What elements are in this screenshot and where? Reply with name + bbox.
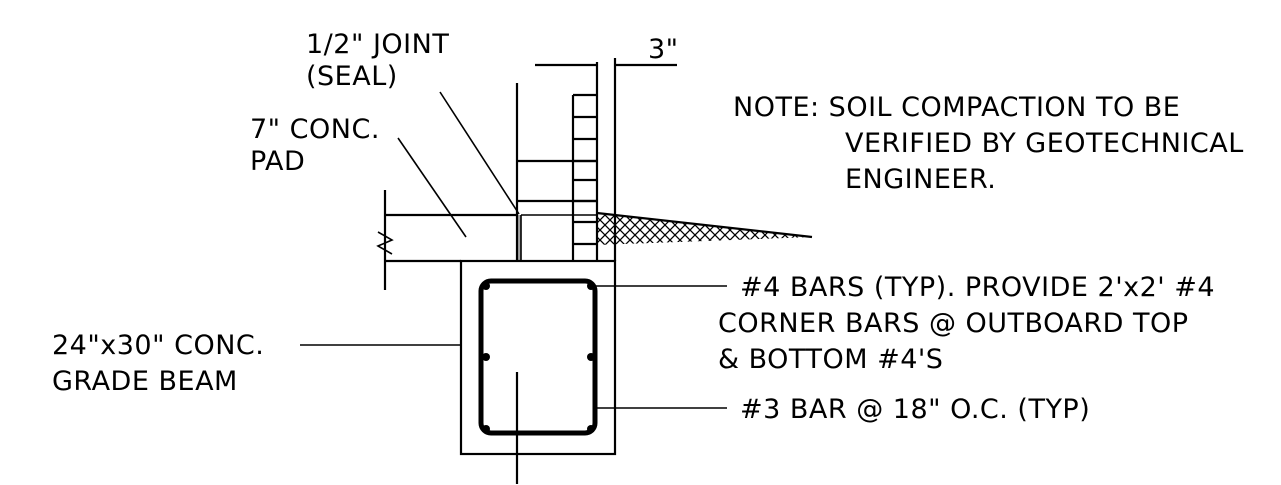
- rebar-dot-mid-right: [587, 353, 595, 361]
- bars-label-line3: & BOTTOM #4'S: [718, 344, 943, 375]
- rebar-dots: [482, 282, 595, 433]
- joint-label-line2: (SEAL): [306, 61, 398, 92]
- leader-lines: [300, 91, 727, 409]
- pad-label-line1: 7" CONC.: [250, 114, 380, 145]
- rebar-dot-mid-left: [482, 353, 490, 361]
- dimension-label: 3": [648, 34, 679, 65]
- note-line2: VERIFIED BY GEOTECHNICAL: [845, 128, 1244, 159]
- note-line3: ENGINEER.: [845, 164, 996, 195]
- pad-leader: [397, 137, 467, 238]
- beam-label-line1: 24"x30" CONC.: [52, 330, 264, 361]
- soil-grade: [596, 211, 813, 245]
- block-courses: [517, 159, 597, 216]
- rebar-dot-bottom-left: [482, 425, 490, 433]
- bars-label-line1: #4 BARS (TYP). PROVIDE 2'x2' #4: [740, 272, 1215, 303]
- stirrup-bar: [478, 278, 598, 436]
- joint-seal-fill: [517, 215, 521, 261]
- block-joints: [571, 93, 597, 261]
- bars-label-line2: CORNER BARS @ OUTBOARD TOP: [718, 308, 1188, 339]
- pad-label-line2: PAD: [250, 146, 305, 177]
- joint-leader: [439, 91, 520, 215]
- note-line1: NOTE: SOIL COMPACTION TO BE: [733, 92, 1180, 123]
- concrete-pad: [376, 190, 517, 290]
- rebar-dot-bottom-right: [587, 425, 595, 433]
- grade-beam-outline: [459, 259, 617, 456]
- rebar-dot-top-right: [587, 282, 595, 290]
- stirrup-label: #3 BAR @ 18" O.C. (TYP): [740, 394, 1090, 425]
- joint-label-line1: 1/2" JOINT: [306, 29, 449, 60]
- rebar-dot-top-left: [482, 282, 490, 290]
- beam-label-line2: GRADE BEAM: [52, 366, 238, 397]
